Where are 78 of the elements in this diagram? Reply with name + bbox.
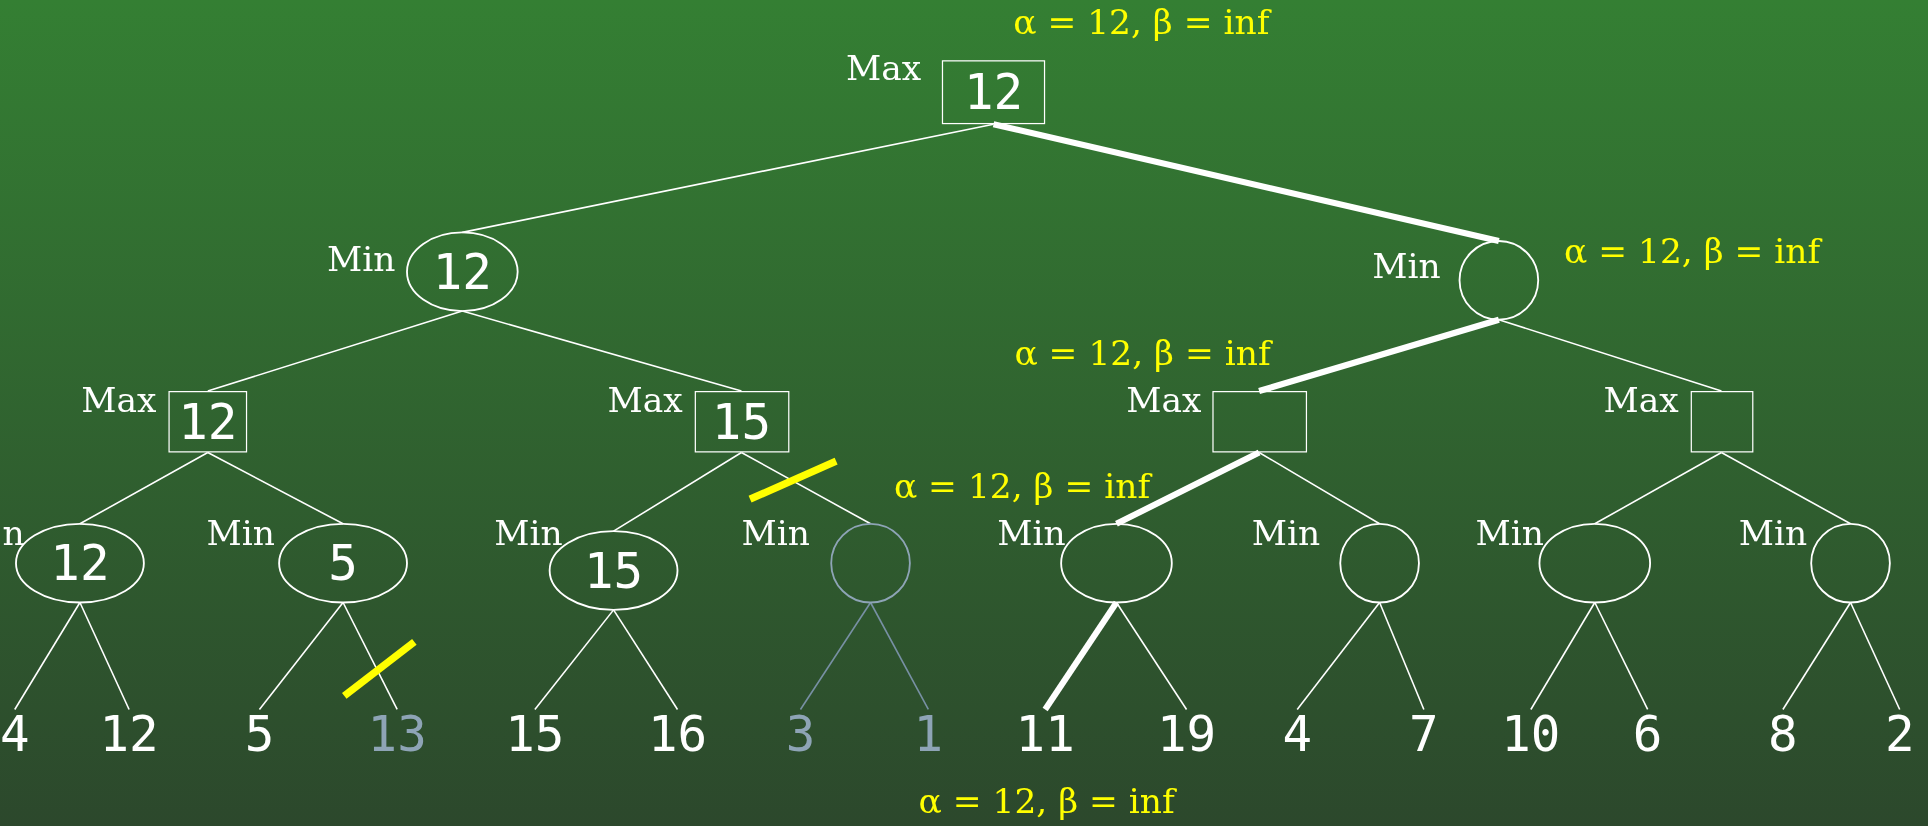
tree-edge: [1296, 601, 1381, 711]
tree-edge: [1849, 601, 1901, 711]
tree-edge: [612, 451, 743, 532]
max-node-box: [941, 60, 1046, 125]
player-label: Max: [607, 383, 683, 419]
leaf-value: 3: [757, 709, 844, 759]
tree-edge: [1594, 451, 1723, 525]
player-label: n: [2, 516, 25, 551]
tree-edge: [258, 601, 344, 711]
leaf-value: 19: [1143, 709, 1230, 759]
tree-edge: [534, 609, 615, 711]
tree-edge: [1115, 449, 1261, 527]
player-label: Max: [81, 383, 157, 419]
leaf-value: 7: [1380, 709, 1467, 759]
tree-edge: [1782, 601, 1852, 711]
tree-edge: [1498, 318, 1723, 392]
tree-edge: [1042, 600, 1120, 712]
leaf-value: 6: [1604, 709, 1691, 759]
leaf-value: 15: [491, 709, 578, 759]
tree-edge: [1594, 601, 1649, 711]
tree-edge: [799, 601, 872, 711]
min-node-ellipse: [1811, 523, 1890, 603]
player-label: Min: [206, 516, 275, 551]
leaf-value: 2: [1856, 709, 1928, 759]
leaf-value: 1: [885, 709, 972, 759]
player-label: Min: [1475, 516, 1544, 551]
player-label: Min: [1738, 516, 1808, 551]
tree-edge: [79, 451, 209, 525]
alpha-beta-label: α = 12, β = inf: [893, 469, 1151, 505]
node-value: 12: [50, 538, 110, 588]
alpha-beta-label: α = 12, β = inf: [918, 784, 1175, 819]
tree-edge: [207, 451, 344, 525]
player-label: Max: [1126, 383, 1202, 419]
tree-edge: [1378, 601, 1425, 711]
player-label: Min: [741, 516, 810, 551]
min-node-ellipse: [1459, 241, 1539, 320]
node-value: 12: [963, 67, 1024, 117]
min-node-ellipse: [279, 523, 407, 603]
leaf-value: 4: [1254, 709, 1341, 759]
tree-edge: [1720, 451, 1852, 525]
leaf-value: 12: [86, 709, 173, 759]
min-node-ellipse: [1340, 523, 1419, 603]
alpha-beta-label: α = 12, β = inf: [1014, 336, 1271, 372]
tree-edge: [13, 601, 81, 711]
tree-edge: [1115, 601, 1188, 711]
leaf-value: 4: [0, 709, 58, 759]
min-node-ellipse: [407, 232, 518, 312]
leaf-value: 8: [1739, 709, 1826, 759]
tree-edge: [1258, 451, 1381, 525]
tree-edge: [342, 601, 398, 711]
min-node-ellipse: [831, 523, 910, 603]
leaf-value: 11: [1002, 709, 1089, 759]
alpha-beta-label: α = 12, β = inf: [1013, 6, 1270, 41]
tree-edge: [992, 121, 1500, 244]
leaf-value: 16: [634, 709, 721, 759]
tree-edge: [1258, 316, 1500, 394]
node-value: 5: [328, 538, 358, 588]
tree-edge: [1530, 601, 1596, 711]
player-label: Min: [997, 516, 1066, 551]
node-value: 12: [178, 397, 238, 447]
tree-edge: [869, 601, 930, 711]
node-value: 15: [711, 397, 772, 447]
player-label: Min: [1372, 249, 1441, 285]
leaf-value: 10: [1487, 709, 1574, 759]
alpha-beta-label: α = 12, β = inf: [1564, 234, 1821, 270]
player-label: Max: [1603, 383, 1679, 419]
tree-edge: [612, 609, 679, 711]
player-label: Min: [327, 242, 396, 277]
node-value: 12: [432, 247, 492, 297]
tree-edge: [79, 601, 130, 711]
player-label: Min: [494, 516, 563, 551]
player-label: Min: [1251, 516, 1321, 551]
node-value: 15: [583, 545, 644, 596]
tree-edge: [461, 310, 743, 392]
player-label: Max: [845, 51, 922, 87]
leaf-value: 5: [216, 709, 303, 759]
tree-edge: [740, 451, 872, 525]
leaf-value: 13: [354, 709, 441, 759]
